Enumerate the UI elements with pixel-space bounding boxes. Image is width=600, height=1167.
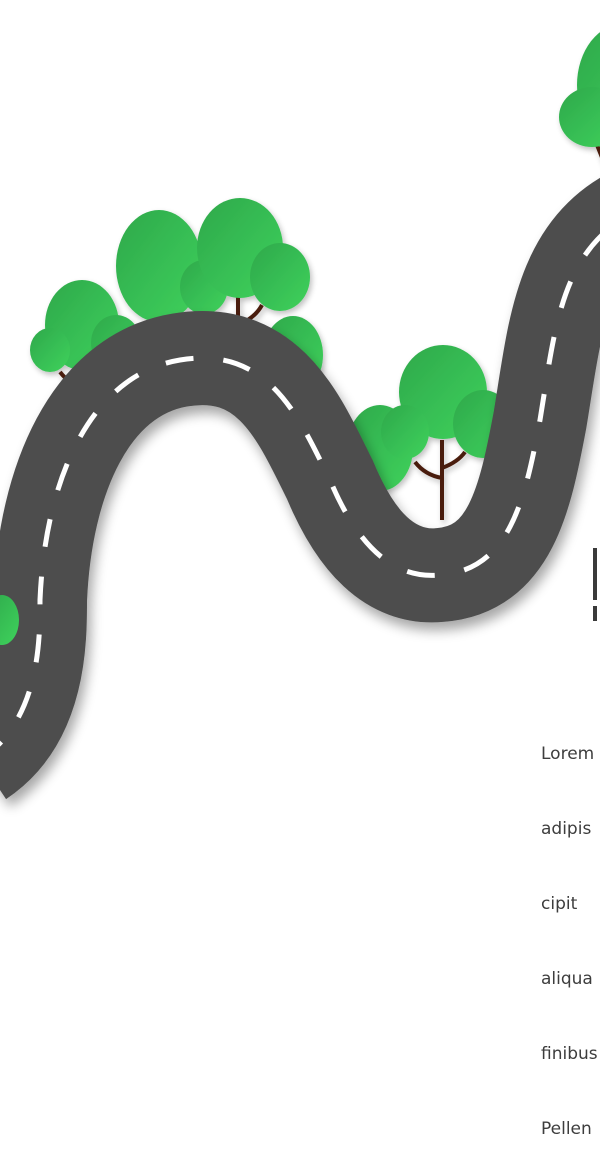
caption-line: aliqua (541, 969, 593, 989)
winding-road-illustration (0, 32, 600, 800)
caption-line: finibus (541, 1044, 598, 1064)
caption-line: Pellen (541, 1119, 592, 1139)
milestone-marker-icon (593, 548, 600, 626)
caption-text-block: Lorem adipis cipit aliqua finibus Pellen (541, 692, 600, 1167)
lane-markings (0, 233, 600, 747)
marker-bar-bottom (593, 606, 597, 621)
tree-top-right (559, 32, 600, 158)
caption-line: Lorem (541, 744, 595, 764)
marker-bar-top (593, 548, 597, 600)
tree-left-edge (0, 595, 19, 645)
caption-line: cipit (541, 894, 578, 914)
caption-line: adipis (541, 819, 592, 839)
